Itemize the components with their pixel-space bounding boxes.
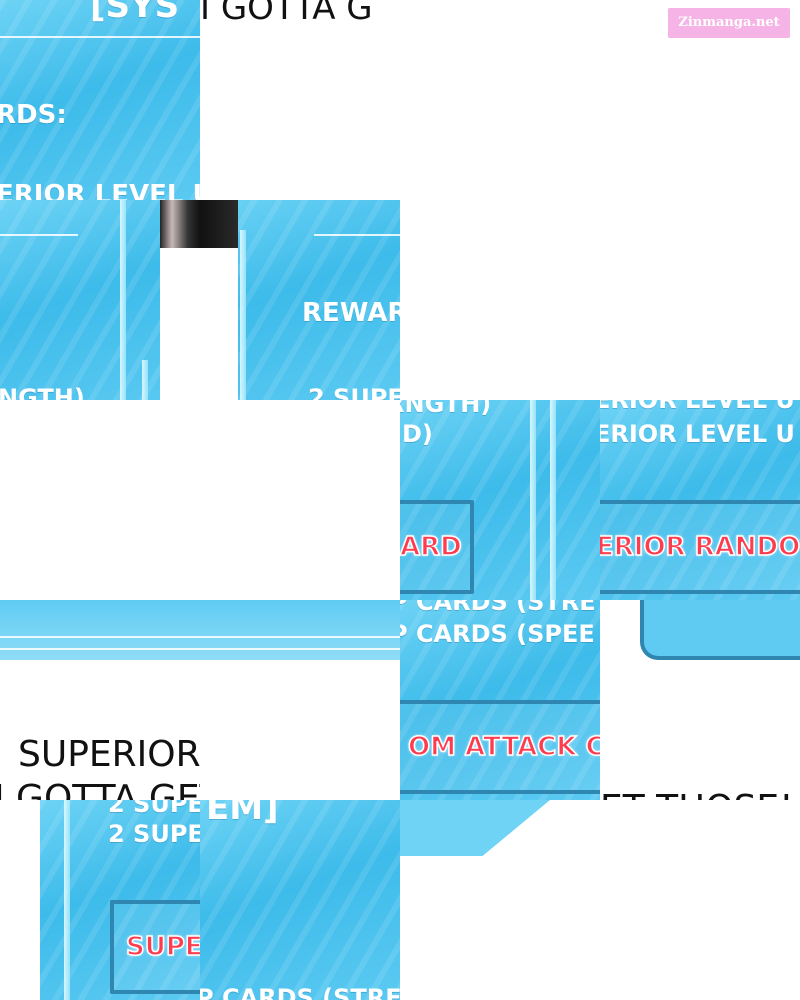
- superior-text-fragment: 2 SUPE: [108, 820, 200, 848]
- frame-band: [0, 600, 200, 660]
- frame-corner: [640, 600, 800, 660]
- watermark: Zinmanga.net: [668, 8, 790, 38]
- tile-r2-c3: ERIOR LEVEL U ERIOR LEVEL U ERIOR RANDO: [600, 400, 800, 600]
- frame-bar: [142, 360, 148, 400]
- tile-r4-c2: [400, 800, 600, 1000]
- tile-r2-c0: [0, 400, 200, 600]
- dialog-fragment: ET THOSE!: [600, 788, 794, 800]
- dialog-line-2: I GOTTA GET THOSE!: [0, 778, 200, 800]
- reward-label-fragment: REWAR: [302, 298, 400, 328]
- superior-text-fragment: 2 SUPE: [308, 384, 400, 400]
- tile-r3-c1: [200, 600, 400, 800]
- divider-line: [200, 636, 400, 638]
- superior-card-fragment: SUPE: [125, 931, 200, 963]
- tile-r1-c0: NGTH): [0, 200, 200, 400]
- frame-bar: [550, 400, 556, 600]
- system-header-fragment: EM]: [206, 800, 279, 828]
- tile-r4-c1: EM] P CARDS (STRE: [200, 800, 400, 1000]
- card-box: [110, 900, 200, 994]
- attack-card-fragment: OM ATTACK CA: [407, 731, 600, 763]
- speed-text-fragment: D): [402, 420, 433, 448]
- tile-r3-c2: P CARDS (STRE P CARDS (SPEE OM ATTACK CA: [400, 600, 600, 800]
- tile-r1-c3: [600, 200, 800, 400]
- level-text-fragment: ERIOR LEVEL U: [600, 400, 795, 414]
- tile-r1-c1: REWAR 2 SUPE: [200, 200, 400, 400]
- divider-line: [0, 36, 200, 38]
- level-text-fragment: ERIOR LEVEL U: [600, 420, 795, 448]
- dialog-line-1: SUPERIOR CARDS?!: [18, 734, 200, 775]
- superior-text-fragment: 2 SUPE: [108, 800, 200, 818]
- tile-r2-c2: RNGTH) D) ARD: [400, 400, 600, 600]
- frame-corner: [400, 800, 550, 856]
- frame-bar: [240, 230, 246, 400]
- card-box: [400, 500, 474, 594]
- rewards-label-fragment: RDS:: [0, 100, 67, 130]
- dark-strip: [160, 200, 200, 248]
- speed-cards-fragment: P CARDS (SPEE: [400, 620, 595, 648]
- tile-r3-c3: ET THOSE!: [600, 600, 800, 800]
- card-box: [400, 700, 600, 794]
- tile-r0-c2: [400, 0, 600, 200]
- random-card-fragment: ERIOR RANDO: [600, 531, 800, 563]
- strength-cards-fragment: P CARDS (STRE: [400, 600, 596, 616]
- divider-line: [0, 234, 78, 236]
- divider-line: [314, 234, 400, 236]
- strength-cards-fragment: P CARDS (STRE: [200, 984, 400, 1000]
- level-text-fragment: ERIOR LEVEL U: [0, 180, 200, 200]
- frame-bar: [64, 800, 70, 1000]
- frame-bar: [120, 200, 126, 400]
- tile-r2-c1: [200, 400, 400, 600]
- divider-line: [0, 636, 200, 638]
- tile-r1-c2: [400, 200, 600, 400]
- strength-text-fragment: NGTH): [0, 384, 85, 400]
- frame-bar: [530, 400, 536, 600]
- tile-r0-c0: [SYS RDS: ERIOR LEVEL U: [0, 0, 200, 200]
- tile-r0-c1: I GOTTA G: [200, 0, 400, 200]
- frame-band: [200, 600, 400, 660]
- divider-line: [0, 648, 200, 650]
- strength-text-fragment: RNGTH): [400, 400, 492, 418]
- divider-line: [200, 648, 400, 650]
- tile-r4-c0: 2 SUPE 2 SUPE SUPE: [0, 800, 200, 1000]
- tile-r3-c0: SUPERIOR CARDS?! I GOTTA GET THOSE!: [0, 600, 200, 800]
- tile-r4-c3: [600, 800, 800, 1000]
- card-label-fragment: ARD: [400, 531, 462, 563]
- dark-strip: [200, 200, 238, 248]
- system-header-fragment: [SYS: [90, 0, 180, 26]
- card-box: [600, 500, 800, 594]
- dialog-fragment: I GOTTA G: [200, 0, 373, 28]
